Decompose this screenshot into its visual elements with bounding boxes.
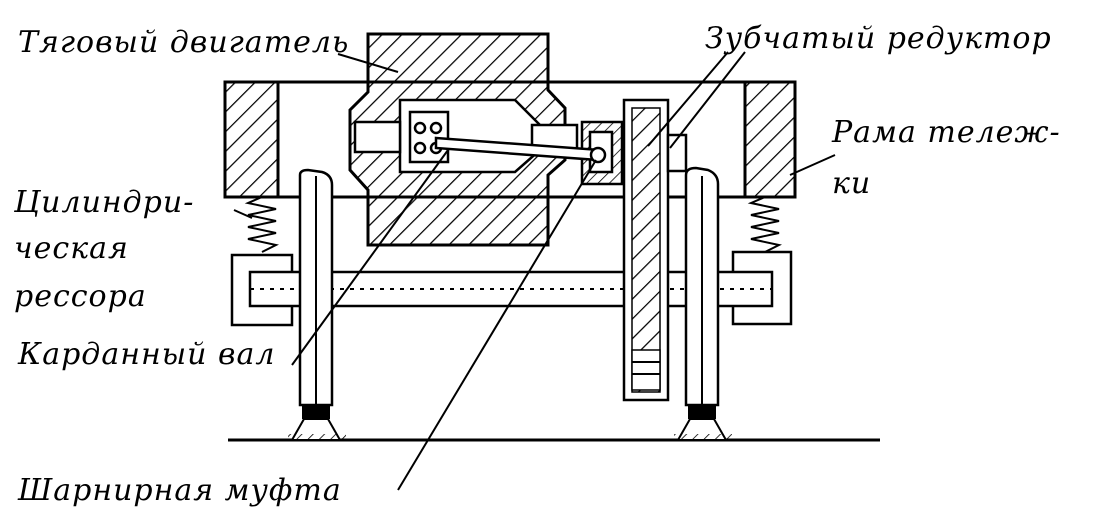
label-spring-3: рессора	[14, 279, 147, 314]
right-wheel	[674, 166, 732, 441]
hinge-joint	[589, 146, 607, 164]
label-gear-reducer: Зубчатый редуктор	[705, 21, 1052, 56]
frame-right-block	[743, 80, 797, 199]
frame-left-block	[223, 80, 280, 199]
label-traction-motor: Тяговый двигатель	[18, 25, 349, 60]
label-spring-1: Цилиндри-	[13, 185, 194, 220]
label-cardan-shaft: Карданный вал	[17, 337, 275, 372]
label-bogie-frame-2: ки	[832, 166, 871, 201]
left-wheel	[288, 168, 346, 441]
leader-lines	[233, 51, 836, 491]
label-hinge-coupling: Шарнирная муфта	[17, 473, 342, 508]
right-spring	[747, 196, 782, 253]
label-bogie-frame-1: Рама тележ-	[831, 115, 1061, 150]
label-spring-2: ческая	[14, 231, 129, 266]
large-gear-wheel	[622, 98, 670, 402]
left-spring	[244, 196, 279, 253]
